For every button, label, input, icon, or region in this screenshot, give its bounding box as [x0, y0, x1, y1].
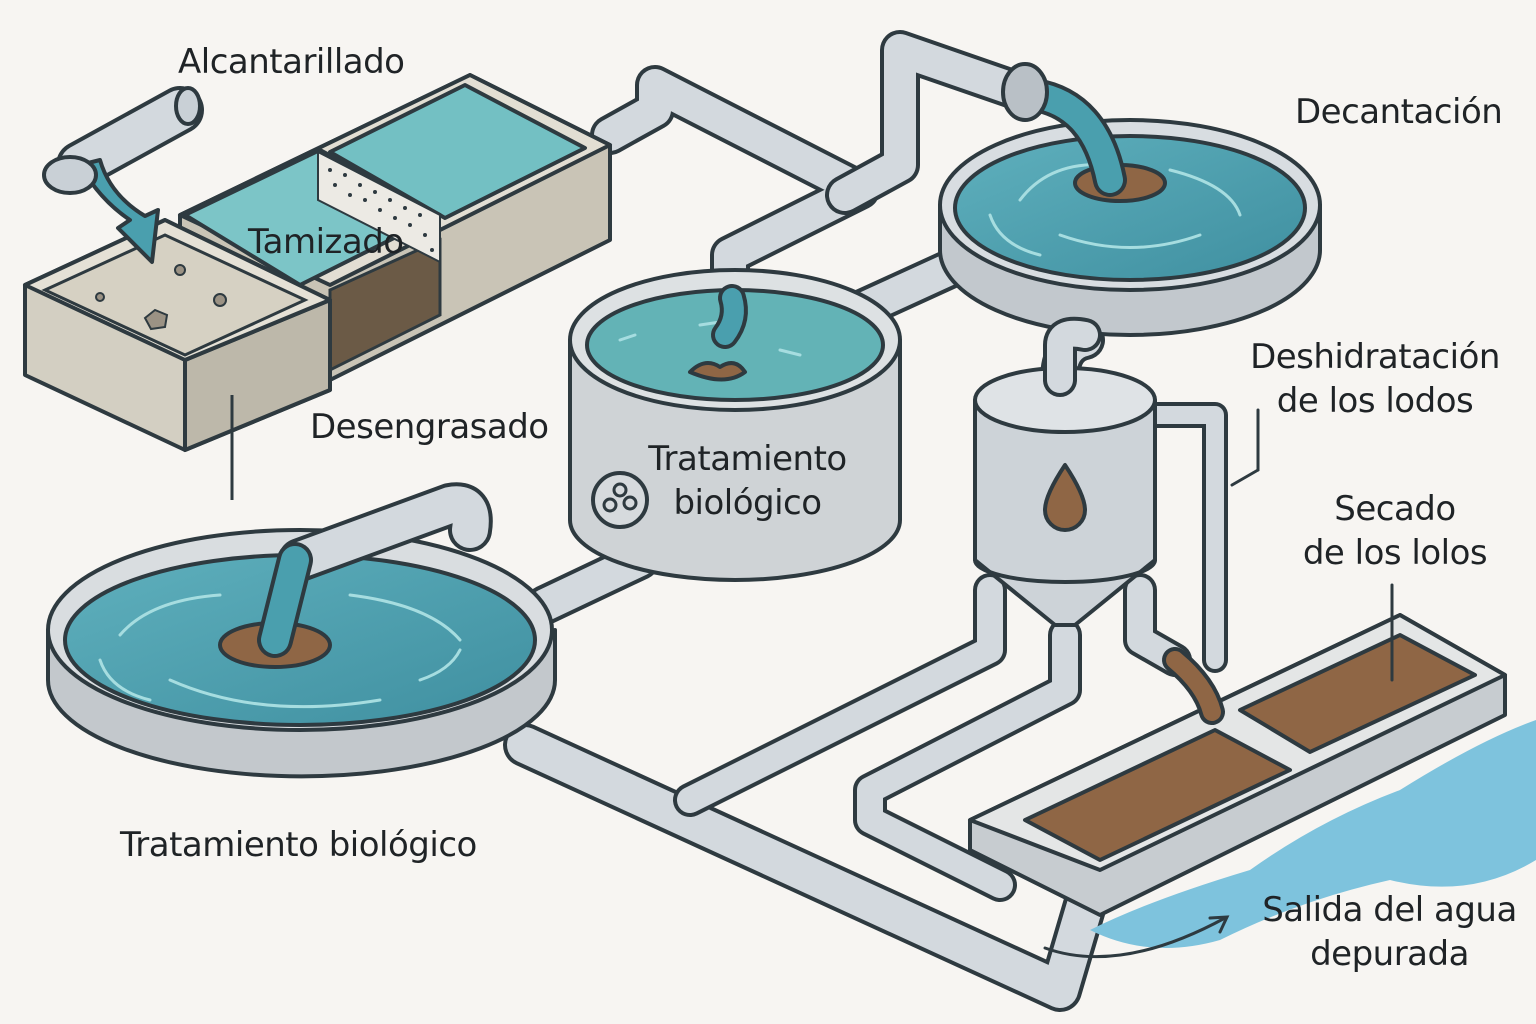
label-settling: Decantación: [1295, 92, 1503, 132]
label-sewer: Alcantarillado: [178, 42, 405, 82]
pipe-dewatering-legs: [673, 402, 1228, 902]
pretreatment-basins: [23, 73, 612, 500]
label-sludge-drying-line1: Secado: [1334, 489, 1456, 529]
label-sludge-dewatering-line2: de los lodos: [1276, 381, 1474, 421]
pipe-clarifier-to-outlet: [503, 723, 1107, 1012]
label-water-outlet-line1: Salida del agua: [1262, 890, 1517, 930]
label-degreasing: Desengrasado: [310, 407, 549, 447]
pipe-biological-to-settling: [825, 30, 1050, 215]
grit-stones: [95, 264, 227, 331]
label-biological-tank: Tratamiento biológico: [640, 437, 855, 525]
screen-mesh: [317, 150, 441, 264]
decantation-tank: [938, 62, 1322, 337]
pipe-biological-to-clarifier: [525, 540, 660, 625]
label-water-outlet: Salida del agua depurada: [1252, 888, 1527, 976]
propeller-icon: [591, 471, 649, 529]
arrow-right-icon: [1043, 915, 1230, 959]
label-sludge-dewatering-line1: Deshidratación: [1250, 337, 1500, 377]
clarifier-inlet-pipe: [257, 482, 493, 658]
label-water-outlet-line2: depurada: [1310, 934, 1469, 974]
biological-clarifier: [46, 482, 557, 779]
sewer-pipe-elbow: [42, 86, 202, 195]
label-biological-tank-line1: Tratamiento: [648, 439, 847, 479]
label-biological-tank-line2: biológico: [673, 483, 822, 523]
clean-water-outflow: [1090, 720, 1536, 948]
label-sludge-dewatering: Deshidratación de los lodos: [1235, 335, 1515, 423]
arrow-down-icon: [78, 158, 160, 264]
pipe-network: [56, 30, 1228, 1012]
biological-tank: [568, 268, 902, 582]
label-sludge-drying-line2: de los lolos: [1302, 533, 1488, 573]
pipe-sewer-inlet: [56, 86, 204, 189]
label-screening: Tamizado: [248, 222, 404, 262]
drying-beds: [968, 583, 1536, 959]
label-sludge-drying: Secado de los lolos: [1290, 487, 1500, 575]
pipe-screening-to-biological: [590, 65, 880, 320]
label-biological-clarifier: Tratamiento biológico: [120, 825, 477, 865]
drop-icon: [1043, 463, 1087, 532]
dewatering-tank: [973, 316, 1260, 627]
